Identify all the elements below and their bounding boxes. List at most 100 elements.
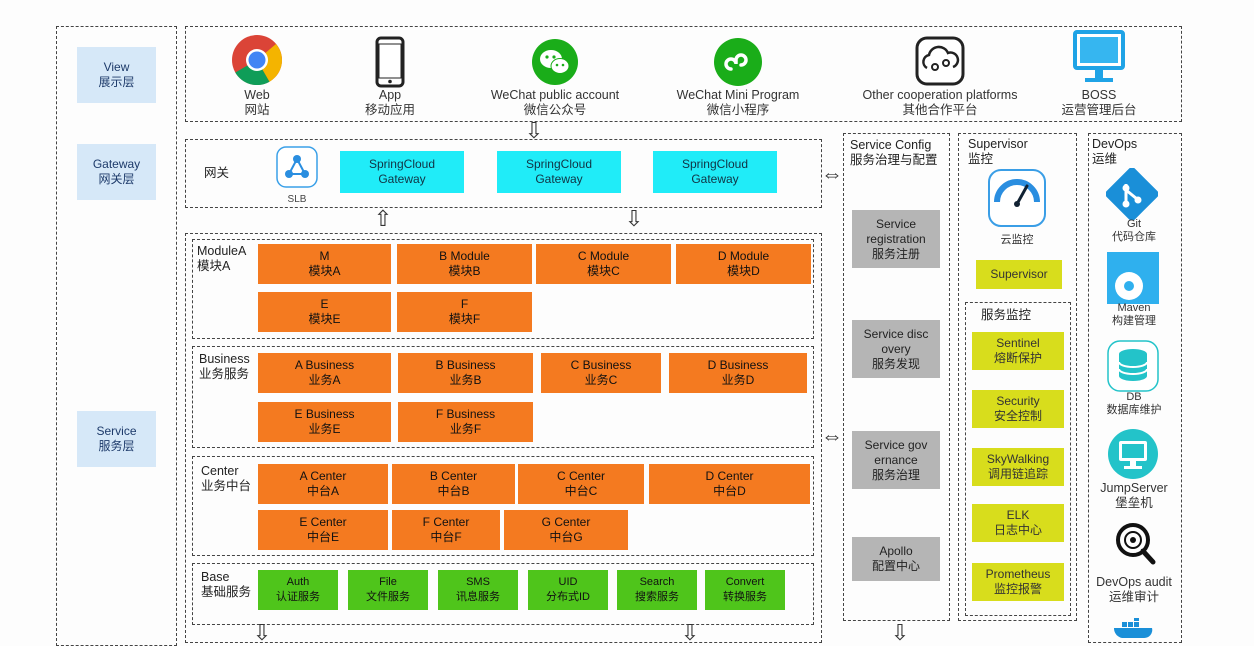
module-item: E 模块E — [258, 292, 391, 332]
business-title: Business 业务服务 — [199, 352, 250, 381]
center-item: F Center 中台F — [392, 510, 500, 550]
base-title: Base 基础服务 — [201, 570, 252, 599]
module-section — [192, 239, 814, 339]
git-icon — [1106, 168, 1158, 220]
devops-git-label: Git 代码仓库 — [1112, 218, 1156, 243]
module-item: M 模块A — [258, 244, 391, 284]
base-item: Convert 转换服务 — [705, 570, 785, 610]
service-config-item: Apollo 配置中心 — [852, 537, 940, 581]
business-item: E Business 业务E — [258, 402, 391, 442]
center-item: A Center 中台A — [258, 464, 388, 504]
client-other-platforms-label: Other cooperation platforms 其他合作平台 — [862, 88, 1018, 117]
module-title: ModuleA 模块A — [197, 244, 247, 273]
layer-service-label: Service 服务层 — [77, 411, 156, 467]
client-wechat-mini: WeChat Mini Program 微信小程序 — [658, 32, 818, 120]
layer-view-label: View 展示层 — [77, 47, 156, 103]
monitor-item: Security 安全控制 — [972, 390, 1064, 428]
center-item: E Center 中台E — [258, 510, 388, 550]
business-item: B Business 业务B — [398, 353, 533, 393]
devops-audit-label: DevOps audit 运维审计 — [1096, 575, 1172, 604]
center-title: Center 业务中台 — [201, 464, 252, 493]
module-item: C Module 模块C — [536, 244, 671, 284]
base-section — [192, 563, 814, 625]
service-monitor-title: 服务监控 — [981, 308, 1032, 322]
monitor-item: ELK 日志中心 — [972, 504, 1064, 542]
client-web: Web 网站 — [217, 32, 297, 120]
supervisor-button: Supervisor — [976, 260, 1062, 289]
monitor-item: Prometheus 监控报警 — [972, 563, 1064, 601]
gateway-to-service-down-arrow: ⇩ — [624, 206, 644, 231]
cooperation-platform-icon — [915, 36, 965, 86]
client-boss-label: BOSS 运营管理后台 — [1061, 88, 1137, 117]
slb-icon — [276, 146, 318, 188]
business-item: C Business 业务C — [541, 353, 661, 393]
gateway-config-bidirectional-arrow: ⇔ — [821, 161, 843, 186]
devops-jumpserver-label: JumpServer 堡垒机 — [1100, 481, 1168, 510]
layer-gateway-label: Gateway 网关层 — [77, 144, 156, 200]
module-item: B Module 模块B — [397, 244, 532, 284]
devops-title: DevOps 运维 — [1092, 137, 1138, 166]
wechat-icon — [532, 39, 578, 85]
docker-icon — [1113, 618, 1153, 639]
bottom-arrow: ⇩ — [680, 620, 700, 645]
gateway-title: 网关 — [204, 166, 230, 180]
jumpserver-icon — [1108, 429, 1158, 479]
database-icon — [1107, 340, 1159, 392]
devops-db-label: DB 数据库维护 — [1106, 391, 1162, 416]
bottom-arrow: ⇩ — [890, 620, 910, 645]
center-item: C Center 中台C — [518, 464, 644, 504]
service-config-item: Service registration 服务注册 — [852, 210, 940, 268]
bottom-arrow: ⇩ — [252, 620, 272, 645]
gateway-layer-box — [185, 139, 822, 208]
view-to-gateway-arrow: ⇩ — [524, 118, 544, 143]
service-config-bidirectional-arrow: ⇔ — [821, 423, 843, 448]
base-item: File 文件服务 — [348, 570, 428, 610]
devops-maven-label: Maven 构建管理 — [1112, 302, 1156, 327]
module-item: F 模块F — [397, 292, 532, 332]
business-section — [192, 346, 814, 448]
base-item: Search 搜索服务 — [617, 570, 697, 610]
chrome-icon — [232, 35, 283, 86]
client-wechat-public: WeChat public account 微信公众号 — [475, 32, 635, 120]
client-wechat-mini-label: WeChat Mini Program 微信小程序 — [676, 88, 800, 117]
gateway-item: SpringCloud Gateway — [653, 151, 777, 193]
wechat-mini-program-icon — [714, 38, 762, 86]
service-to-gateway-up-arrow: ⇧ — [373, 206, 393, 231]
service-config-title: Service Config 服务治理与配置 — [850, 138, 938, 167]
smartphone-icon — [375, 36, 405, 88]
slb: SLB — [275, 146, 319, 206]
supervisor-title: Supervisor 监控 — [968, 137, 1028, 166]
slb-label: SLB — [287, 194, 307, 205]
business-item: D Business 业务D — [669, 353, 807, 393]
monitor-icon — [1073, 30, 1125, 82]
layer-column — [56, 26, 177, 646]
supervisor-column — [958, 133, 1077, 621]
client-wechat-public-label: WeChat public account 微信公众号 — [490, 88, 620, 117]
maven-icon — [1107, 252, 1159, 304]
business-item: A Business 业务A — [258, 353, 391, 393]
base-item: Auth 认证服务 — [258, 570, 338, 610]
cloud-monitor-label: 云监控 — [1000, 234, 1034, 246]
monitor-item: Sentinel 熔断保护 — [972, 332, 1064, 370]
business-item: F Business 业务F — [398, 402, 533, 442]
cloud-monitor-icon — [988, 169, 1046, 227]
center-section — [192, 456, 814, 556]
client-boss: BOSS 运营管理后台 — [1059, 30, 1139, 120]
gateway-item: SpringCloud Gateway — [340, 151, 464, 193]
client-web-label: Web 网站 — [244, 88, 270, 117]
service-monitor-box — [965, 302, 1071, 616]
client-other-platforms: Other cooperation platforms 其他合作平台 — [850, 32, 1030, 120]
view-layer-box — [185, 26, 1182, 122]
service-config-item: Service disc overy 服务发现 — [852, 320, 940, 378]
center-item: D Center 中台D — [649, 464, 810, 504]
module-item: D Module 模块D — [676, 244, 811, 284]
gateway-item: SpringCloud Gateway — [497, 151, 621, 193]
monitor-item: SkyWalking 调用链追踪 — [972, 448, 1064, 486]
base-item: SMS 讯息服务 — [438, 570, 518, 610]
audit-icon — [1116, 523, 1156, 565]
service-config-column — [843, 133, 950, 621]
service-config-item: Service gov ernance 服务治理 — [852, 431, 940, 489]
base-item: UID 分布式ID — [528, 570, 608, 610]
client-app-label: App 移动应用 — [364, 88, 415, 117]
client-app: App 移动应用 — [340, 32, 440, 120]
